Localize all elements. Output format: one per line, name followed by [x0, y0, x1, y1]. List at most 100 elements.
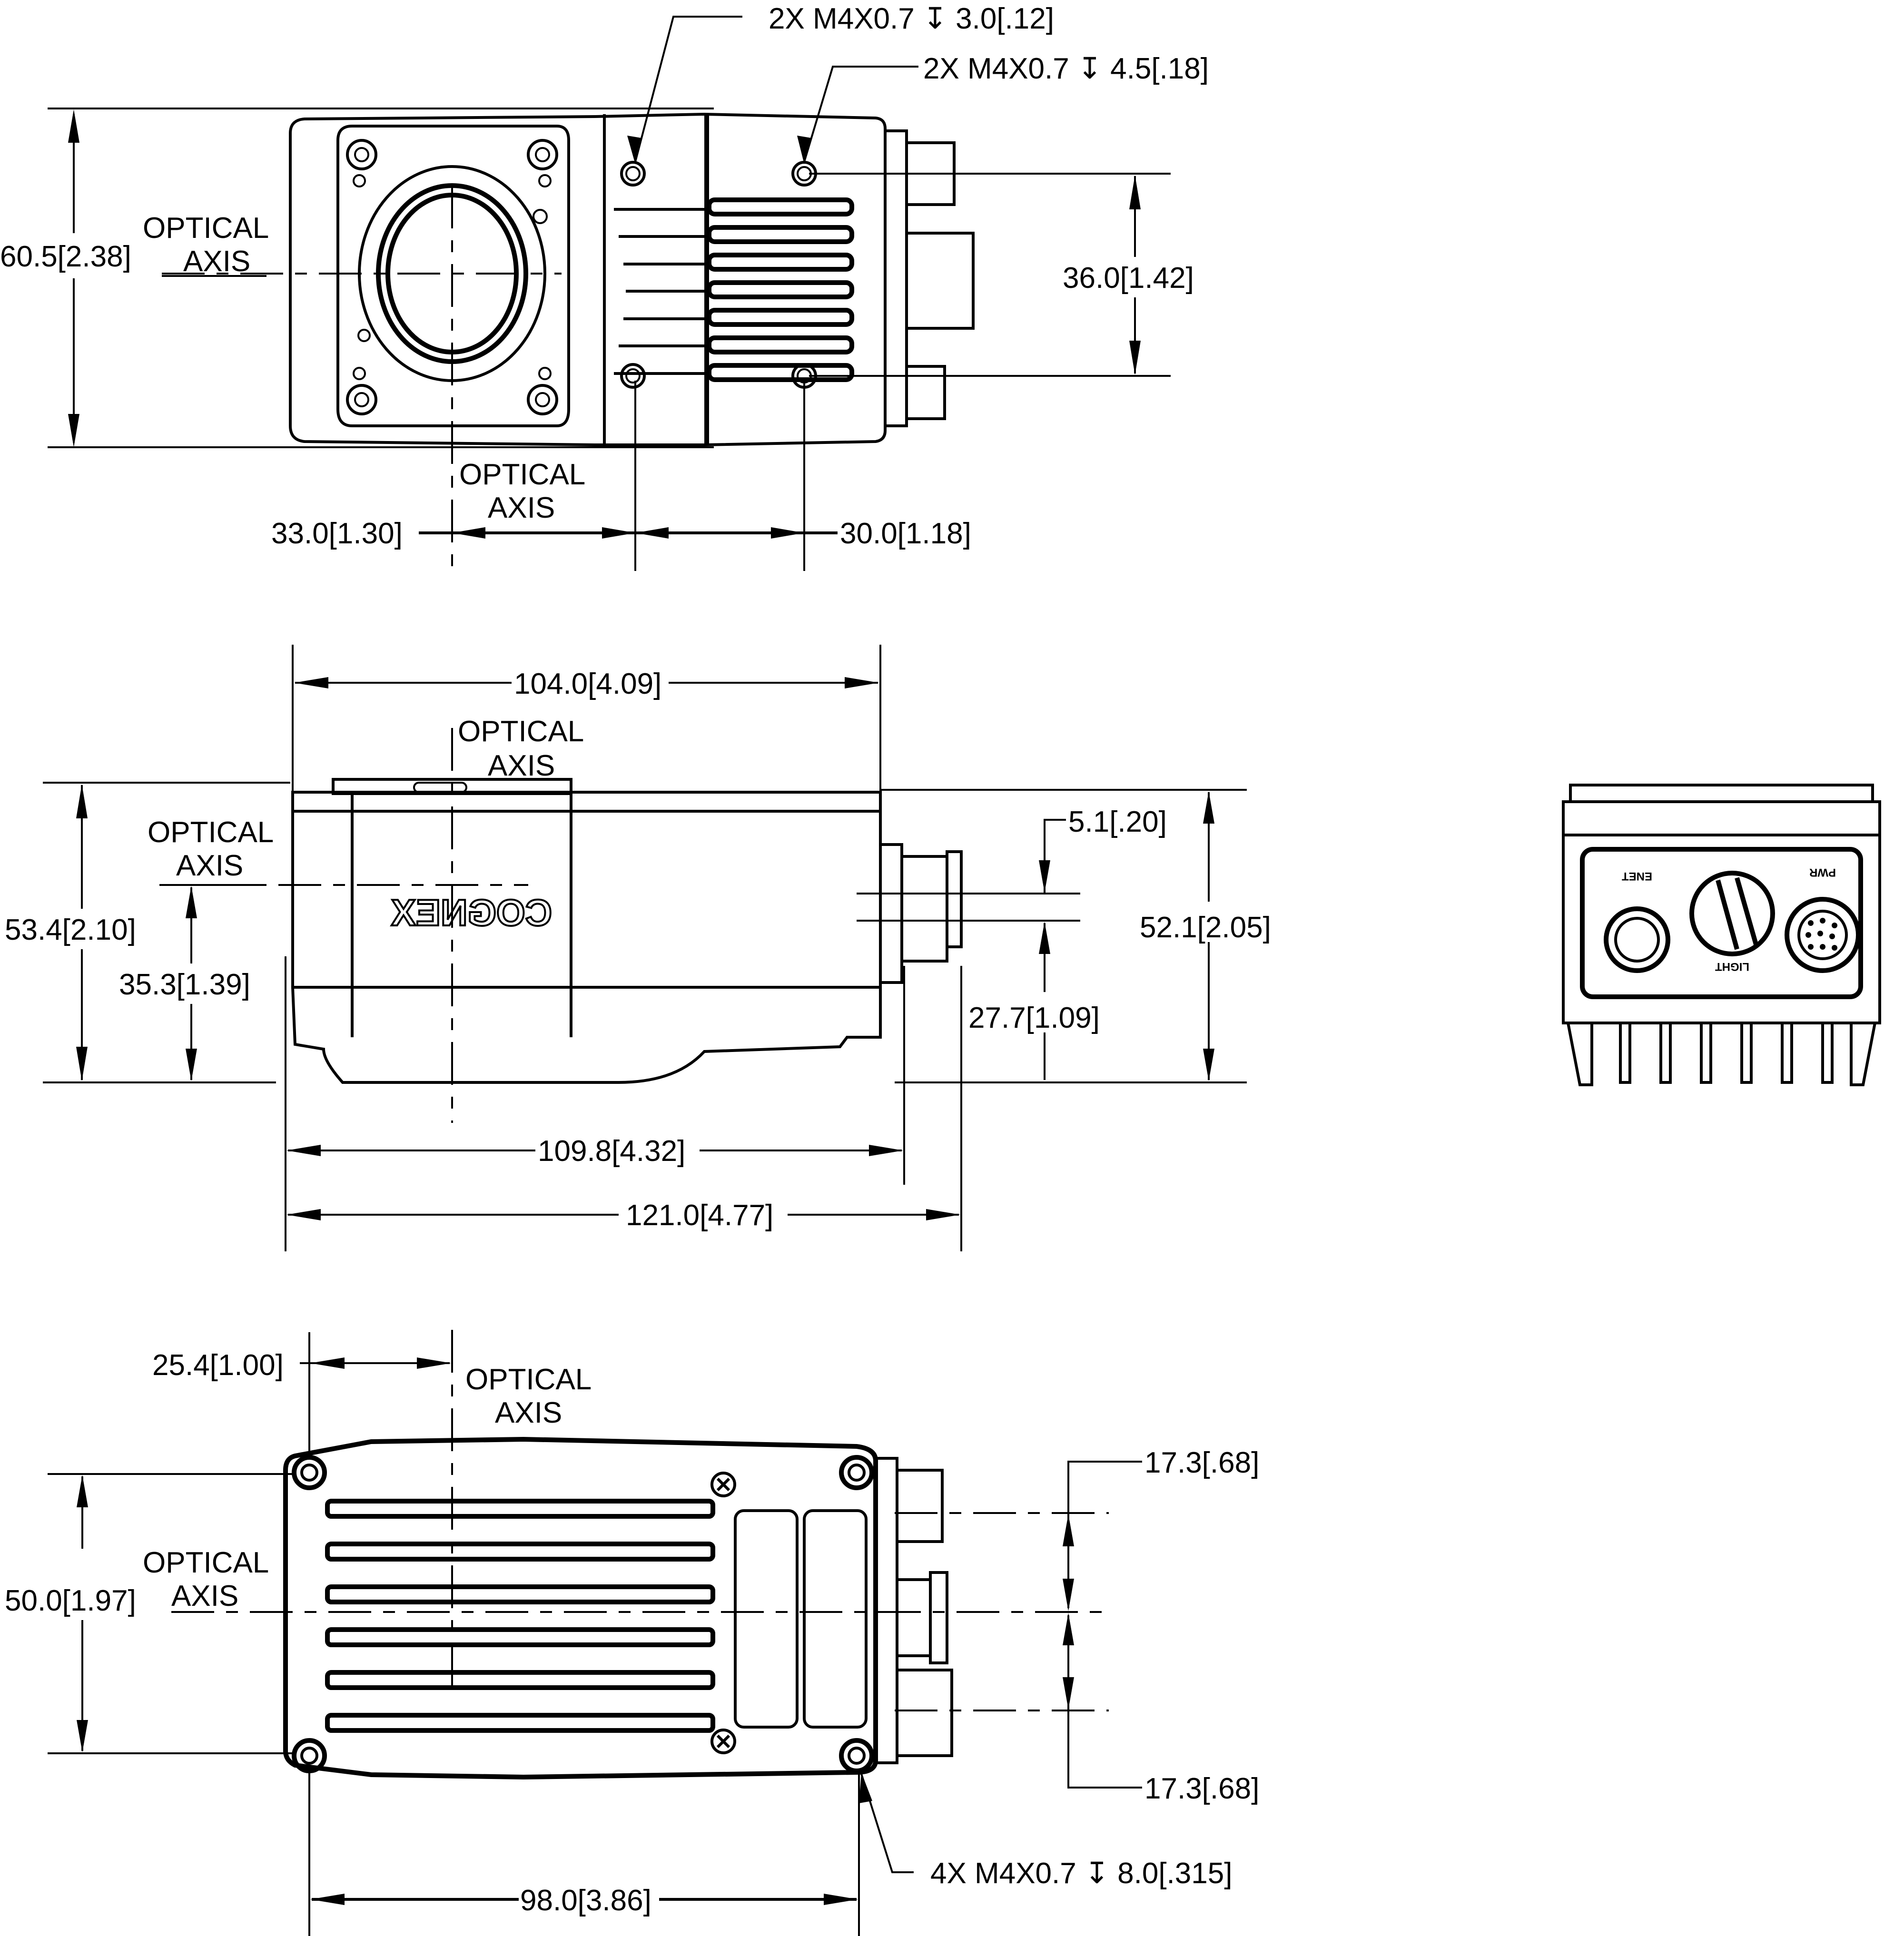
dim-overall-length: 121.0[4.77] [626, 1199, 773, 1232]
arrow-head [1203, 1049, 1214, 1081]
dim-overall-height: 60.5[2.38] [0, 240, 131, 273]
arrow-head [186, 1049, 197, 1081]
arrow-head [186, 886, 197, 918]
connector-bottom [896, 1669, 953, 1757]
optical-axis-label-line1: OPTICAL [458, 715, 584, 748]
thread-callout-depth-4-5: 2X M4X0.7 ↧ 4.5[.18] [923, 52, 1209, 85]
optical-axis-label-line1: OPTICAL [459, 458, 585, 491]
vent-slots [325, 1499, 715, 1733]
arrow-head [286, 1209, 321, 1220]
optical-axis-label-line1: OPTICAL [143, 1546, 269, 1579]
dim-connector-offset: 5.1[.20] [1068, 806, 1167, 838]
dim-body-length: 104.0[4.09] [514, 668, 661, 700]
light-dial [1689, 871, 1775, 956]
thread-callout-depth-3: 2X M4X0.7 ↧ 3.0[.12] [769, 2, 1054, 35]
dim-axis-height: 35.3[1.39] [119, 968, 250, 1001]
enet-connector-inner [1614, 917, 1660, 963]
arrow-head [845, 677, 879, 688]
arrow-head [627, 136, 641, 164]
side-view: 104.0[4.09] OPTICAL AXIS COGNEX OPTICAL … [5, 645, 1271, 1251]
slot [413, 782, 467, 793]
enet-label: ENET [1622, 870, 1652, 883]
optical-axis-label-line1: OPTICAL [143, 212, 269, 245]
mount-screws [346, 139, 558, 415]
arrow-head [797, 136, 811, 164]
arrow-head [926, 1209, 960, 1220]
dim-connector-spacing-bottom: 17.3[.68] [1144, 1772, 1259, 1805]
pwr-connector-inner [1797, 910, 1848, 960]
arrow-head [635, 527, 669, 539]
dim-axis-to-holes: 33.0[1.30] [271, 517, 403, 550]
mounting-base [291, 986, 882, 1084]
optical-axis-label-line2: AXIS [171, 1580, 238, 1612]
dim-top-height: 52.1[2.05] [1140, 911, 1271, 944]
heat-fins [1567, 1022, 1876, 1086]
leader-line [1067, 1615, 1142, 1789]
connector-nut [946, 850, 963, 948]
leader-line [803, 66, 918, 162]
arrow-head [294, 677, 328, 688]
brand-logo: COGNEX [391, 892, 552, 934]
dim-connector-spacing-top: 17.3[.68] [1144, 1446, 1259, 1479]
arrow-head [68, 414, 79, 447]
leader-line [860, 1773, 914, 1873]
connector-top [896, 1469, 944, 1543]
arrow-head [859, 1772, 872, 1803]
arrow-head [771, 527, 804, 539]
rear-body [1562, 834, 1881, 1024]
phillips-screws [710, 1472, 736, 1754]
leader-line [634, 16, 742, 162]
arrow-head [68, 109, 79, 143]
optical-axis-label-line2: AXIS [495, 1396, 562, 1429]
optical-axis-label-line1: OPTICAL [148, 816, 274, 849]
camera-front-body [289, 112, 887, 446]
dim-hole-spacing-vertical: 36.0[1.42] [1063, 262, 1194, 295]
leader-line [1067, 1461, 1142, 1608]
light-label: LIGHT [1715, 960, 1749, 973]
label-panel [734, 1509, 799, 1729]
camera-side-body [291, 810, 882, 989]
optical-axis-label-line2: AXIS [183, 245, 250, 278]
arrow-head [1063, 1613, 1074, 1645]
pwr-pins [1805, 918, 1837, 951]
arrow-head [77, 1720, 88, 1752]
rear-view: ENET LIGHT PWR [1562, 784, 1881, 1086]
cooling-fins [614, 197, 854, 382]
arrow-head [286, 1145, 321, 1156]
connector-base [879, 843, 903, 984]
arrow-head [869, 1145, 903, 1156]
arrow-head [310, 1357, 345, 1369]
connector-strip [874, 1457, 898, 1764]
arrow-head [310, 1894, 345, 1905]
connector-middle-nut [929, 1571, 948, 1664]
bottom-view: OPTICAL AXIS OPTICAL AXIS 25.4[1.00] 50.… [5, 1330, 1259, 1936]
dim-length-with-mount: 109.8[4.32] [538, 1135, 685, 1168]
dim-connector-height: 27.7[1.09] [968, 1002, 1100, 1034]
corner-mount-holes [292, 1455, 874, 1773]
arrow-head [76, 784, 88, 818]
arrow-head [1063, 1579, 1074, 1611]
connector-body [900, 855, 948, 963]
arrow-head [417, 1357, 451, 1369]
optical-axis-label-line1: OPTICAL [465, 1363, 592, 1396]
arrow-head [452, 527, 485, 539]
light-dial-grip [1716, 877, 1758, 950]
arrow-head [1039, 922, 1050, 954]
rear-connectors [884, 129, 975, 427]
leader-line [1044, 819, 1066, 894]
pwr-label: PWR [1809, 866, 1836, 879]
label-panel [803, 1509, 868, 1729]
arrow-head [76, 1047, 88, 1081]
arrow-head [1039, 860, 1050, 893]
connector-middle [896, 1578, 932, 1657]
dim-edge-to-axis: 25.4[1.00] [152, 1349, 284, 1382]
dim-overall-height: 53.4[2.10] [5, 914, 136, 946]
lens-mount-plate [336, 125, 570, 427]
front-view: 60.5[2.38] OPTICAL AXIS 36.0[1.42] 33.0[… [0, 2, 1209, 571]
rear-band [1562, 800, 1881, 836]
pwr-connector [1785, 897, 1861, 973]
optical-axis-label-line2: AXIS [488, 749, 555, 782]
connector-panel [1580, 847, 1863, 999]
dim-overall-width: 50.0[1.97] [5, 1584, 136, 1617]
